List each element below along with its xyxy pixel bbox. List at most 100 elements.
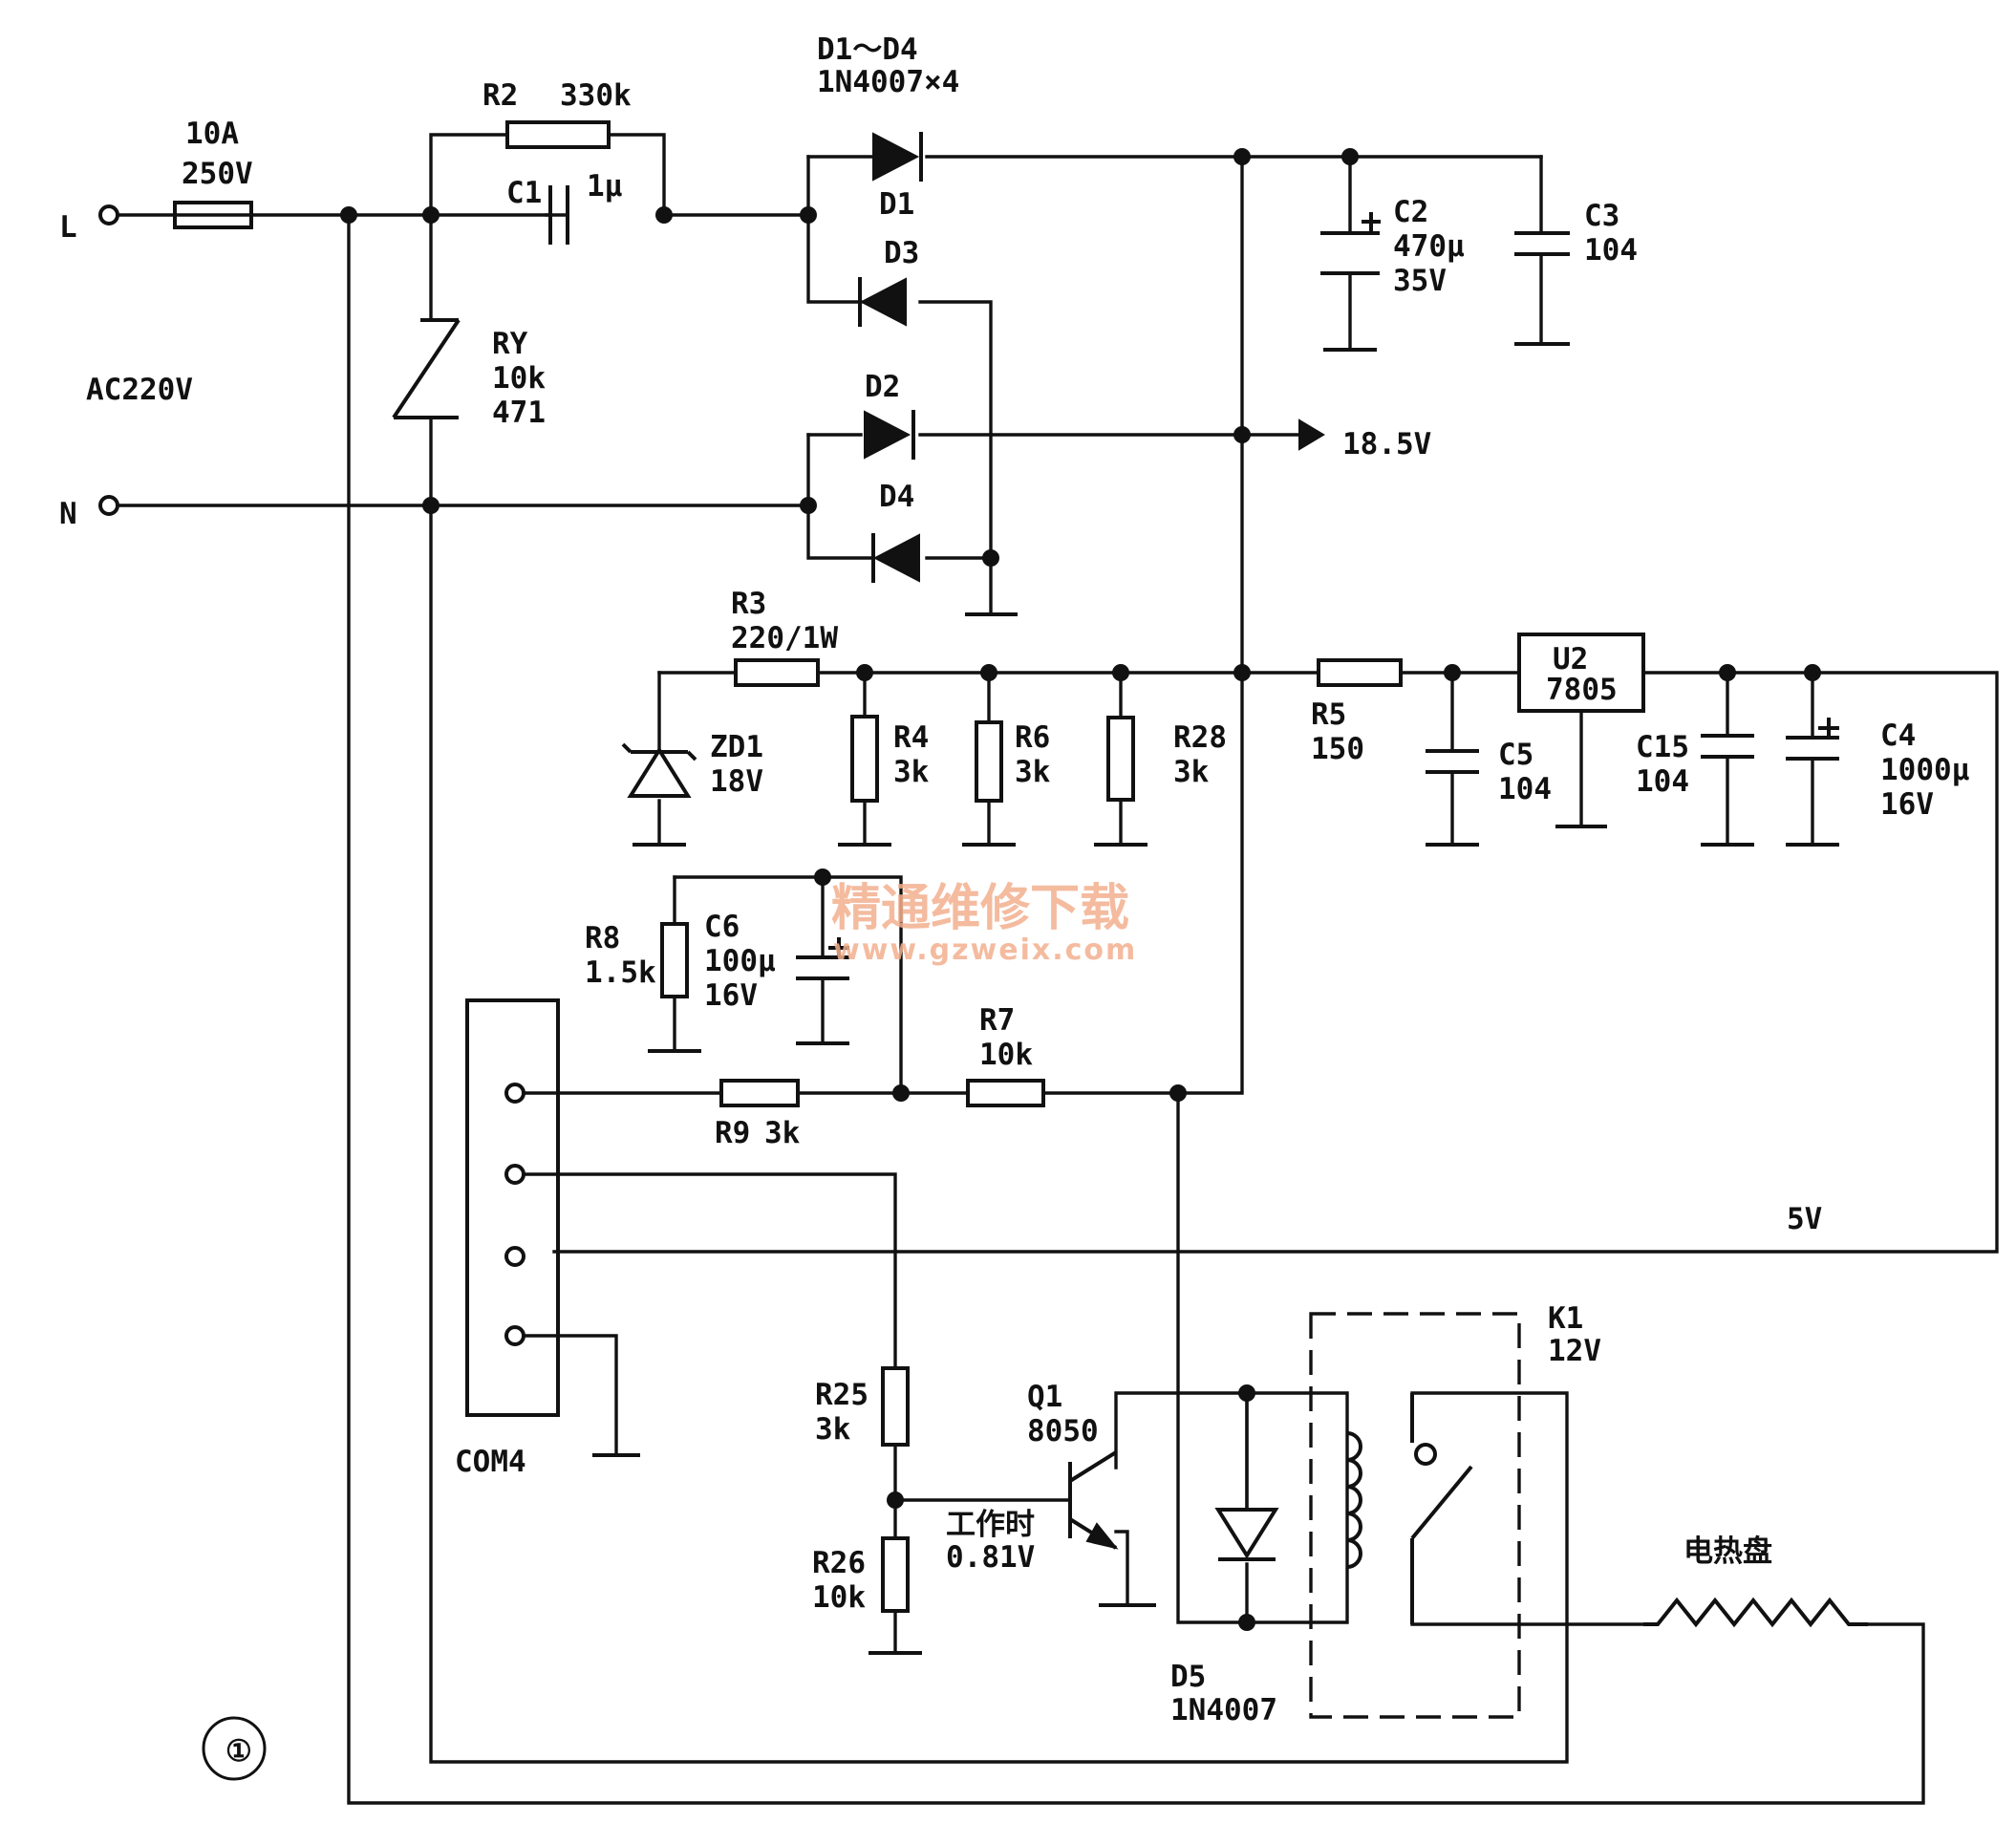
diode-d3 <box>858 277 907 327</box>
label-zd1-value: 18V <box>710 764 763 799</box>
labels: L N AC220V 10A 250V R2 330k C1 1μ RY 10k… <box>59 32 1969 1781</box>
label-r7-value: 10k <box>979 1038 1033 1072</box>
heater-element <box>1643 1597 1868 1628</box>
label-fuse-voltage: 250V <box>182 157 253 191</box>
label-n: N <box>59 497 77 531</box>
capacitor-c6 <box>796 937 849 1045</box>
resistor-r4 <box>850 715 879 803</box>
watermark: 精通维修下载 www.gzweix.com <box>831 880 1137 967</box>
resistor-r26 <box>869 1536 922 1655</box>
label-k1-voltage: 12V <box>1548 1334 1601 1368</box>
resistor-r7 <box>966 1079 1045 1107</box>
label-ry: RY <box>492 327 528 361</box>
label-k1: K1 <box>1548 1301 1583 1336</box>
voltage-arrow <box>1298 418 1325 451</box>
label-q1: Q1 <box>1027 1380 1062 1414</box>
label-q1-voltage: 0.81V <box>946 1540 1035 1575</box>
label-r26: R26 <box>812 1546 866 1580</box>
label-r3-value: 220/1W <box>731 621 838 655</box>
watermark-title: 精通维修下载 <box>831 880 1129 937</box>
label-zd1: ZD1 <box>710 730 763 764</box>
connector-pin-4 <box>504 1325 525 1346</box>
label-r3: R3 <box>731 587 766 621</box>
watermark-url: www.gzweix.com <box>833 933 1137 967</box>
label-r25: R25 <box>815 1378 869 1412</box>
diode-d4 <box>871 533 920 583</box>
regulator-u2 <box>1517 633 1645 828</box>
resistor-r2 <box>505 120 611 149</box>
label-r2: R2 <box>483 78 518 113</box>
label-c2: C2 <box>1393 195 1428 229</box>
label-supply: AC220V <box>86 373 193 407</box>
connector-pin-3 <box>504 1246 525 1267</box>
label-heater: 电热盘 <box>1684 1534 1772 1569</box>
label-r28-value: 3k <box>1173 755 1210 789</box>
label-c2-value: 470μ <box>1393 229 1465 264</box>
diode-d5 <box>1214 1391 1279 1561</box>
resistor-r3 <box>734 658 820 687</box>
label-c15: C15 <box>1636 730 1689 764</box>
label-r4-value: 3k <box>893 755 930 789</box>
label-bridge-part: 1N4007×4 <box>817 65 959 99</box>
label-d5-part: 1N4007 <box>1170 1693 1277 1727</box>
label-c2-voltage: 35V <box>1393 264 1447 298</box>
resistor-r6 <box>975 720 1003 803</box>
label-c3-value: 104 <box>1584 233 1638 268</box>
relay-k1 <box>1309 1312 1521 1719</box>
label-l: L <box>59 210 77 245</box>
figure-number-ring <box>202 1716 267 1781</box>
resistor-r9 <box>719 1079 800 1107</box>
label-d3: D3 <box>884 236 919 270</box>
junctions <box>98 148 1821 1631</box>
capacitor-c3 <box>1514 231 1570 346</box>
label-r4: R4 <box>893 720 929 755</box>
label-r8: R8 <box>585 921 620 955</box>
label-c5: C5 <box>1498 738 1533 772</box>
label-c1: C1 <box>506 176 542 210</box>
varistor-ry <box>392 318 461 419</box>
label-bridge-refs: D1～D4 <box>817 32 918 67</box>
label-c6-voltage: 16V <box>704 978 758 1013</box>
label-q1-note: 工作时 <box>946 1508 1035 1542</box>
capacitor-c2 <box>1320 212 1381 352</box>
resistor-r8 <box>648 922 701 1053</box>
label-5v: 5V <box>1787 1202 1822 1236</box>
wires <box>107 133 1999 1805</box>
capacitor-c4 <box>1786 718 1839 847</box>
label-c6-value: 100μ <box>704 944 776 978</box>
zener-zd1 <box>621 742 697 847</box>
diode-d2 <box>864 410 915 460</box>
label-c4: C4 <box>1880 719 1916 753</box>
label-r8-value: 1.5k <box>585 955 656 990</box>
connector-com4 <box>465 998 640 1457</box>
label-c4-value: 1000μ <box>1880 753 1969 787</box>
terminal-n <box>98 495 119 516</box>
label-q1-part: 8050 <box>1027 1414 1099 1448</box>
label-c6: C6 <box>704 910 740 944</box>
label-r5-value: 150 <box>1311 732 1364 766</box>
fuse-f1 <box>173 201 253 229</box>
label-ry-value: 10k <box>492 361 546 396</box>
label-c5-value: 104 <box>1498 772 1552 806</box>
resistor-r25 <box>881 1366 910 1447</box>
label-d4: D4 <box>879 480 914 514</box>
label-r9: R9 <box>715 1116 750 1150</box>
label-r6-value: 3k <box>1015 755 1051 789</box>
label-r6: R6 <box>1015 720 1050 755</box>
label-com4: COM4 <box>455 1445 526 1479</box>
diode-d1 <box>872 132 923 182</box>
label-r9-value: 3k <box>764 1116 801 1150</box>
resistor-r5 <box>1317 658 1403 687</box>
label-r28: R28 <box>1173 720 1227 755</box>
label-d2: D2 <box>865 370 900 404</box>
label-fuse-current: 10A <box>185 117 239 151</box>
transistor-q1 <box>1068 1450 1156 1607</box>
label-c3: C3 <box>1584 199 1619 233</box>
capacitor-c1 <box>548 185 569 245</box>
connector-pin-2 <box>504 1164 525 1185</box>
label-ry-code: 471 <box>492 396 546 430</box>
label-c1-value: 1μ <box>587 169 622 204</box>
resistor-r28 <box>1106 716 1135 802</box>
capacitor-c5 <box>1426 749 1479 847</box>
